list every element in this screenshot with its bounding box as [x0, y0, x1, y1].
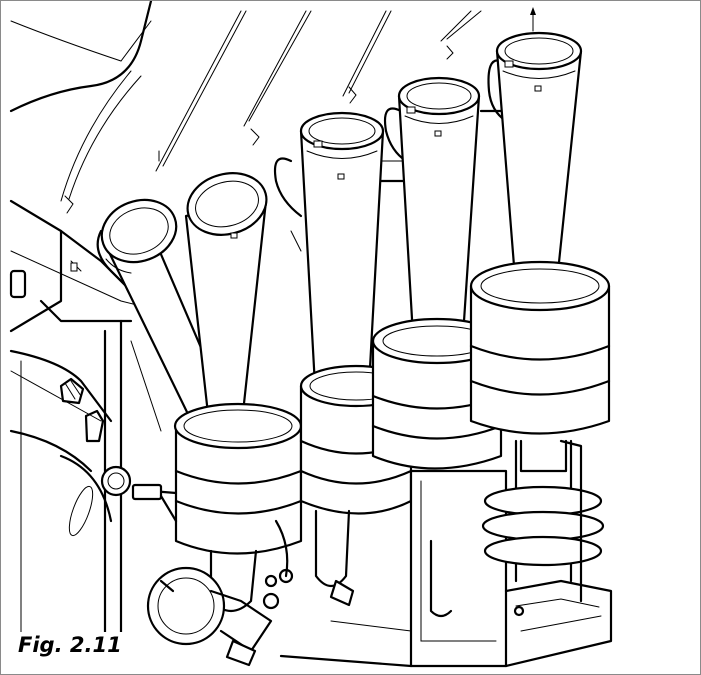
machine-housing	[9, 1, 162, 643]
tube-5	[495, 31, 583, 293]
mixing-bowl-1	[131, 402, 303, 613]
tube-4	[397, 76, 481, 338]
dispenser-motor-1	[146, 566, 280, 667]
leader-lines	[60, 10, 534, 202]
side-knobs	[9, 269, 132, 537]
tube-2	[184, 172, 268, 443]
mixing-bowl-3	[371, 317, 508, 668]
arrow-markers	[64, 7, 536, 214]
base-tray	[279, 579, 613, 668]
figure-caption: Fig. 2.11	[15, 632, 125, 658]
tube-3	[299, 111, 385, 388]
mixing-bowl-4	[469, 260, 611, 603]
